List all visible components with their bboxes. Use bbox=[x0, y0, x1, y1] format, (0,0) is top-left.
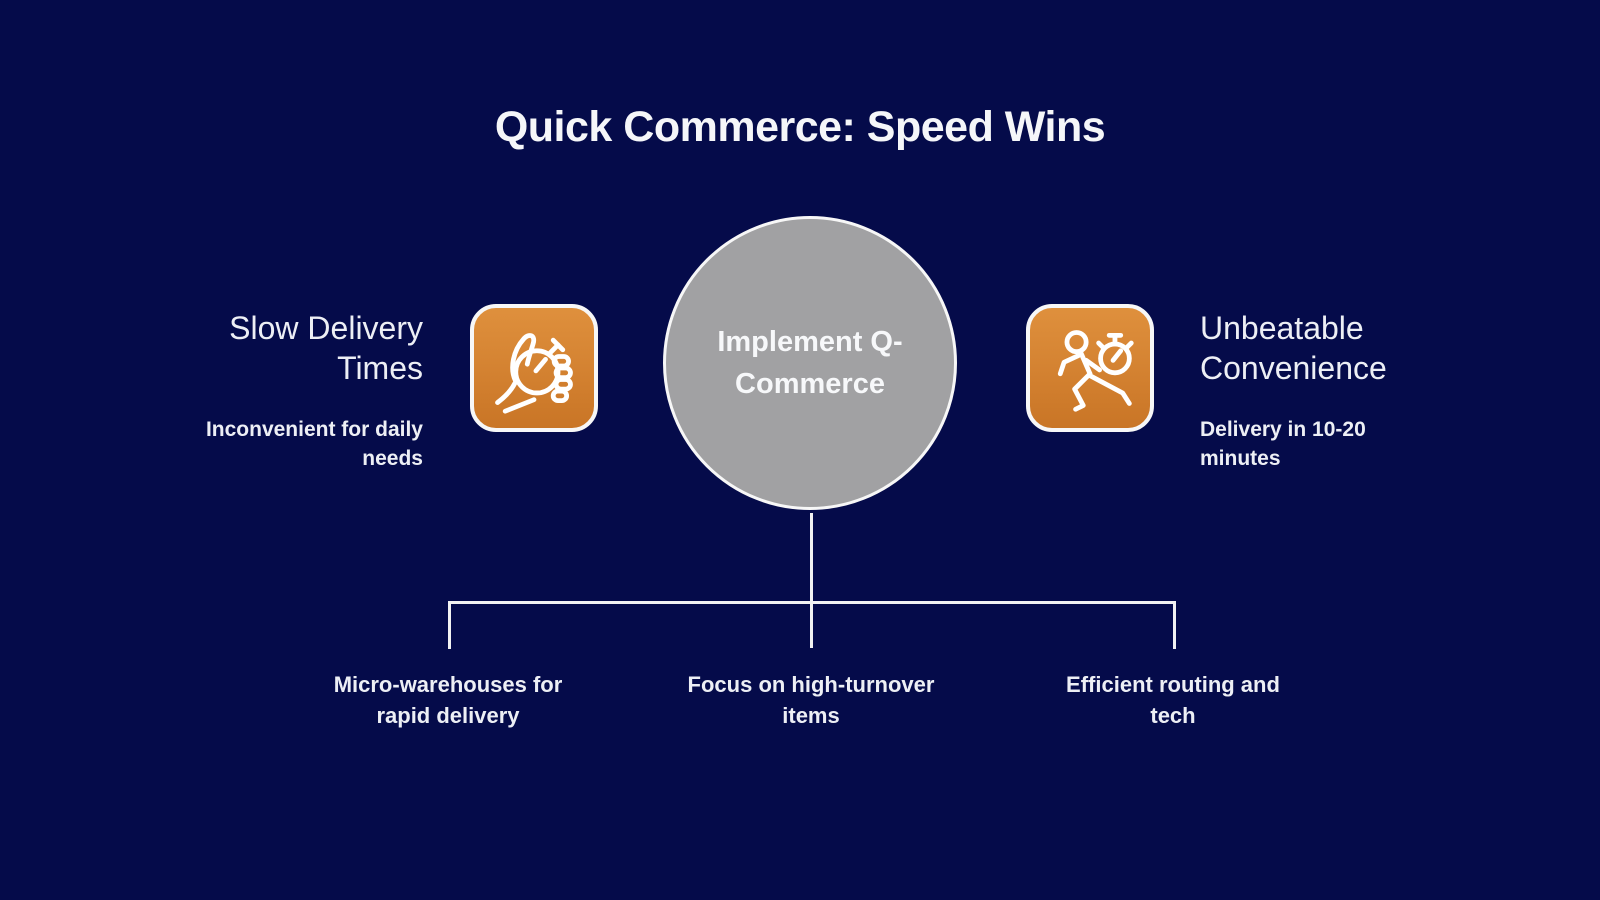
branch-label-1-line-2: rapid delivery bbox=[376, 703, 520, 728]
right-heading: Unbeatable Convenience bbox=[1200, 308, 1500, 388]
right-heading-line-2: Convenience bbox=[1200, 350, 1387, 386]
connector-stem bbox=[810, 513, 813, 648]
left-subtitle-line-2: needs bbox=[362, 447, 423, 470]
branch-label-3-line-1: Efficient routing and bbox=[1066, 672, 1280, 697]
right-subtitle: Delivery in 10-20 minutes bbox=[1200, 415, 1500, 473]
page-title: Quick Commerce: Speed Wins bbox=[494, 103, 1106, 151]
branch-label-3-line-2: tech bbox=[1150, 703, 1196, 728]
center-node: Implement Q- Commerce bbox=[663, 216, 957, 510]
right-subtitle-line-1: Delivery in 10-20 bbox=[1200, 418, 1366, 441]
center-node-label-line-2: Commerce bbox=[735, 368, 885, 400]
left-heading-line-2: Times bbox=[337, 350, 423, 386]
branch-label-1-line-1: Micro-warehouses for bbox=[333, 672, 563, 697]
left-subtitle: Inconvenient for daily needs bbox=[123, 415, 423, 473]
center-node-label: Implement Q- Commerce bbox=[717, 321, 902, 405]
runner-with-stopwatch-icon bbox=[1057, 330, 1134, 412]
right-subtitle-line-2: minutes bbox=[1200, 447, 1281, 470]
branch-label-2-line-2: items bbox=[782, 703, 840, 728]
branch-label-2: Focus on high-turnover items bbox=[641, 669, 981, 731]
right-heading-line-1: Unbeatable bbox=[1200, 310, 1364, 346]
left-subtitle-line-1: Inconvenient for daily bbox=[205, 418, 423, 441]
left-heading: Slow Delivery Times bbox=[123, 308, 423, 388]
right-icon-card bbox=[1026, 304, 1154, 432]
connector-drop-left bbox=[448, 601, 451, 649]
center-node-label-line-1: Implement Q- bbox=[717, 326, 903, 358]
branch-label-2-line-1: Focus on high-turnover bbox=[687, 672, 935, 697]
left-icon-card bbox=[470, 304, 598, 432]
branch-label-3: Efficient routing and tech bbox=[1003, 669, 1343, 731]
connector-crossbar bbox=[448, 601, 1176, 604]
hand-holding-stopwatch-icon bbox=[495, 333, 573, 414]
branch-label-1: Micro-warehouses for rapid delivery bbox=[278, 669, 618, 731]
connector-drop-right bbox=[1173, 601, 1176, 649]
left-heading-line-1: Slow Delivery bbox=[229, 310, 423, 346]
